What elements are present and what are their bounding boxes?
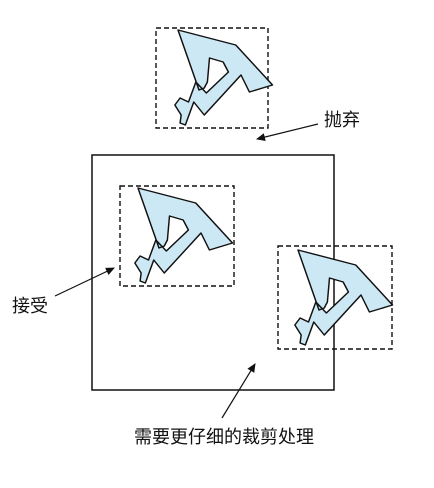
discarded-object: [155, 27, 274, 129]
refine-label: 需要更仔细的裁剪处理: [134, 427, 314, 448]
refine-arrow: [221, 363, 256, 419]
accept-arrow: [54, 267, 115, 297]
clip-window: [91, 154, 335, 391]
discard-label: 抛弃: [324, 110, 360, 131]
discarded-bounding-box: [155, 27, 269, 129]
accept-label: 接受: [12, 296, 48, 317]
refine-object: [277, 245, 394, 350]
accepted-object: [119, 185, 235, 287]
accepted-bounding-box: [119, 185, 235, 287]
discard-arrow: [256, 123, 319, 141]
accepted-shape: [134, 187, 234, 284]
refine-shape: [294, 249, 394, 346]
discarded-shape: [174, 29, 274, 126]
refine-bounding-box: [277, 245, 393, 350]
